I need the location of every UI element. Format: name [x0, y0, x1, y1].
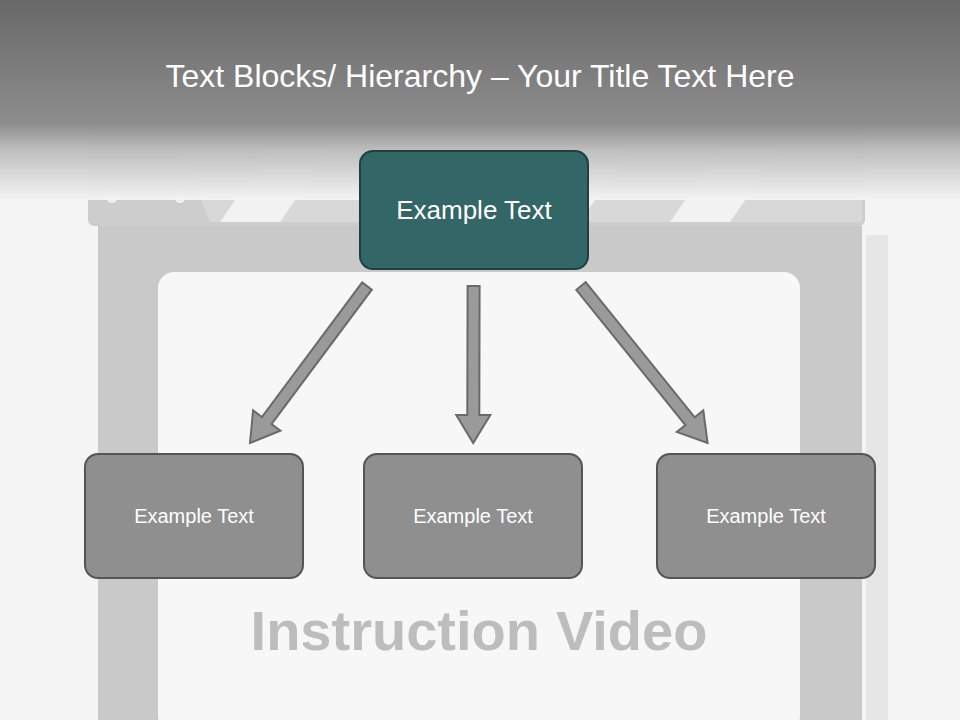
box-text: Example Text [388, 195, 560, 226]
parent-box: Example Text [359, 150, 589, 270]
watermark-word: Video [556, 599, 707, 662]
box-text: Example Text [698, 505, 834, 528]
block-arrow [456, 286, 490, 443]
block-arrow [576, 282, 707, 443]
child-box: Example Text [363, 453, 583, 579]
watermark-word: Instruction [251, 599, 540, 662]
block-arrow [250, 282, 372, 443]
child-box: Example Text [656, 453, 876, 579]
box-text: Example Text [405, 505, 541, 528]
slide-title: Text Blocks/ Hierarchy – Your Title Text… [20, 52, 940, 100]
box-text: Example Text [126, 505, 262, 528]
child-box: Example Text [84, 453, 304, 579]
watermark: Instruction Video [158, 598, 800, 664]
